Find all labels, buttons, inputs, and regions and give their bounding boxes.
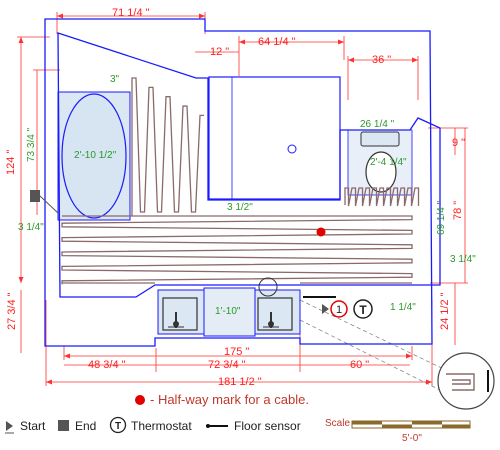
dim-tub-width: 2'-10 1/2" (74, 150, 117, 161)
thermostat-legend-text: Thermostat (131, 419, 192, 433)
shower-stall (208, 76, 341, 200)
dim-vanity-gap: 1'-10" (215, 306, 241, 317)
dim-toilet-gap: 2'-4 1/4" (370, 157, 407, 168)
shower-drain (287, 144, 297, 154)
cable-run-horizontal (61, 215, 413, 285)
sensor-detail-callout (258, 277, 278, 297)
halfway-mark (316, 227, 326, 237)
dim-64: 64 1/4 " (258, 36, 296, 48)
start-marker: 1 (322, 300, 348, 318)
detail-callout (437, 352, 495, 410)
thermostat-letter: T (359, 303, 367, 317)
dim-top-width: 71 1/4 " (112, 7, 150, 19)
walls (44, 18, 441, 347)
scale-value: 5'-0" (402, 433, 422, 444)
start-legend-icon (5, 421, 14, 434)
vanity-gap (203, 287, 256, 337)
scale-bar (351, 420, 471, 429)
start-legend-text: Start (20, 419, 46, 433)
cable-run-toilet (344, 187, 420, 207)
end-legend-text: End (75, 419, 96, 433)
dim-right-3q: 3 1/4" (450, 254, 476, 265)
dim-bottom-60: 60 " (350, 359, 369, 371)
heating-cable (61, 77, 420, 285)
floor-sensor-legend-text: Floor sensor (234, 419, 301, 433)
cable-end-marker (30, 190, 59, 214)
thermostat-legend-letter: T (115, 421, 121, 432)
dim-12: 12 " (210, 46, 229, 58)
cable-run-vertical (131, 77, 204, 216)
dim-gap-3-half: 3 1/2" (227, 202, 253, 213)
dimension-labels: 71 1/4 " 12 " 64 1/4 " 36 " 124 " 73 3/4… (5, 7, 476, 388)
dim-right-78: 78 " (452, 201, 464, 220)
thermostat-marker: T (353, 299, 373, 319)
scale-label: Scale (325, 418, 350, 429)
dim-bottom-175: 175 " (224, 346, 249, 358)
floor-sensor-legend-icon (206, 424, 228, 428)
halfway-legend-icon (135, 395, 145, 405)
dim-bottom-72: 72 3/4 " (208, 359, 246, 371)
dim-gap-3: 3" (110, 74, 120, 85)
vanity-left (157, 289, 205, 335)
dim-right-69: 69 1/4 " (436, 200, 447, 235)
dim-left-124: 124 " (5, 150, 17, 175)
start-number: 1 (336, 304, 342, 316)
dim-right-9: 9 " (452, 137, 465, 149)
dim-right-24: 24 1/2 " (439, 292, 451, 330)
vanity-right (254, 289, 301, 335)
legend: - Half-way mark for a cable. Start End T… (5, 392, 471, 444)
dim-left-3q: 3 1/4" (18, 222, 44, 233)
dimension-arrows (18, 13, 432, 385)
dim-tub-height: 73 3/4 " (26, 127, 37, 162)
thermostat-legend-icon: T (109, 416, 127, 434)
dim-sensor-offset: 1 1/4" (390, 302, 416, 313)
halfway-legend-text: - Half-way mark for a cable. (150, 392, 309, 407)
toilet (347, 129, 413, 196)
end-legend-icon (58, 420, 69, 431)
bathtub (57, 91, 131, 221)
dim-toilet-width: 26 1/4 " (360, 119, 395, 130)
dim-36: 36 " (372, 54, 391, 66)
dim-left-27: 27 3/4 " (6, 292, 18, 330)
dim-bottom-181: 181 1/2 " (218, 376, 262, 388)
dim-bottom-48: 48 3/4 " (88, 359, 126, 371)
